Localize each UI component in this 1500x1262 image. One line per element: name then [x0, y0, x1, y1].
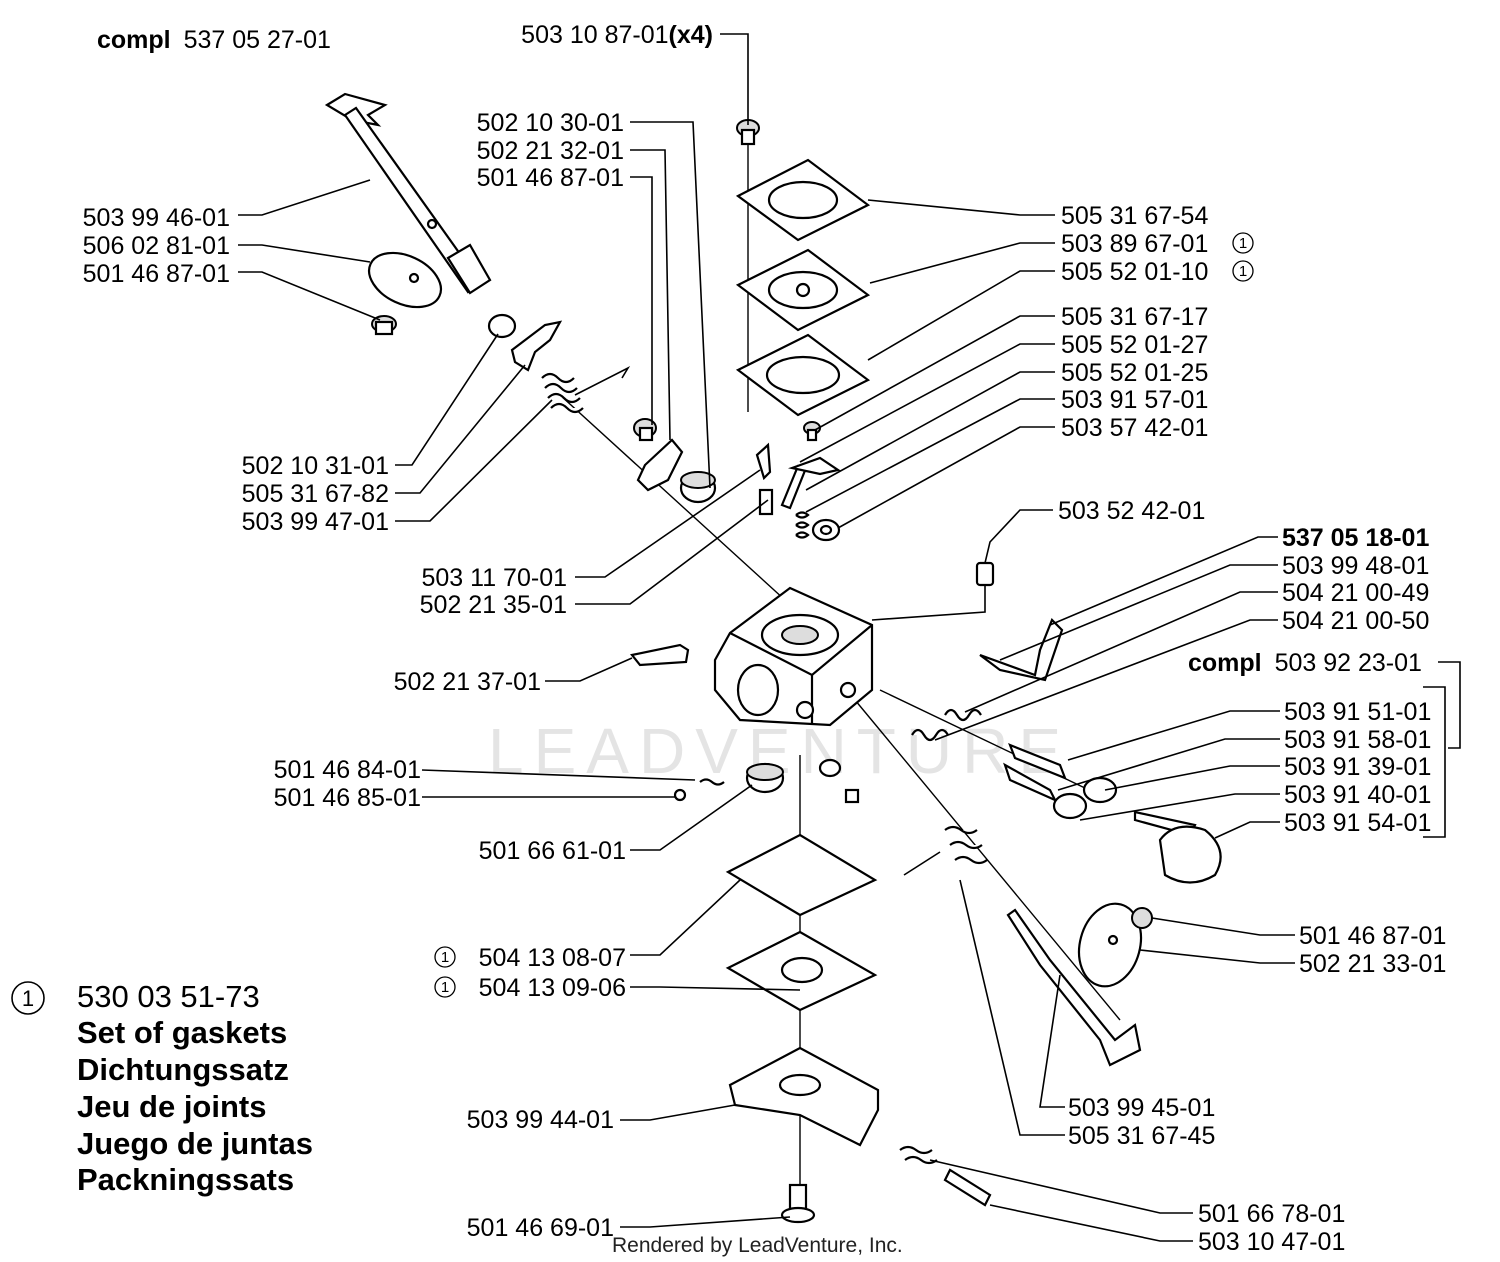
footer-credit: Rendered by LeadVenture, Inc.	[612, 1234, 903, 1257]
label-center-upper-1: 502 21 32-01	[477, 137, 624, 165]
gasket-marker-1: 1	[1232, 232, 1254, 254]
label-left-mid-2: 503 99 47-01	[242, 508, 389, 536]
label-right-adjust-4: 503 91 54-01	[1284, 809, 1431, 837]
label-shaft-lower-1: 505 31 67-45	[1068, 1122, 1215, 1150]
label-spring-ball-0: 501 46 84-01	[274, 756, 421, 784]
label-right-upper-4: 505 52 01-27	[1061, 331, 1208, 359]
label-compl-adjuster: compl 503 92 23-01	[1188, 649, 1422, 677]
svg-text:1: 1	[441, 979, 449, 996]
label-right-upper-2: 505 52 01-10	[1061, 258, 1208, 286]
label-screws-x4: 503 10 87-01(x4)	[521, 21, 713, 49]
label-throttle-lower-1: 502 21 33-01	[1299, 950, 1446, 978]
label-bottom-screw: 501 46 69-01	[467, 1214, 614, 1242]
needle-items	[755, 421, 841, 542]
label-right-adjust-1: 503 91 58-01	[1284, 726, 1431, 754]
throttle-shaft-upper	[324, 92, 492, 295]
svg-text:1: 1	[441, 949, 449, 966]
label-spring-ball-1: 501 46 85-01	[274, 784, 421, 812]
throttle-lower	[1006, 902, 1153, 1067]
legend-line-1: Dichtungssatz	[77, 1052, 289, 1087]
label-gasket-lower-0: 504 13 08-07	[479, 944, 626, 972]
label-right-adjust-0: 503 91 51-01	[1284, 698, 1431, 726]
label-center-upper-2: 501 46 87-01	[477, 164, 624, 192]
label-right-upper-0: 505 31 67-54	[1061, 202, 1208, 230]
label-right-adjust-2: 503 91 39-01	[1284, 753, 1431, 781]
carburetor-body	[713, 586, 874, 727]
legend-line-2: Jeu de joints	[77, 1089, 266, 1124]
label-carb-body: 537 05 18-01	[1282, 524, 1429, 552]
right-adjusters	[911, 618, 1222, 884]
label-right-adjust-3: 503 91 40-01	[1284, 781, 1431, 809]
label-needle-1: 502 21 35-01	[420, 591, 567, 619]
label-right-mid-0: 503 99 48-01	[1282, 552, 1429, 580]
label-left-upper-1: 506 02 81-01	[83, 232, 230, 260]
svg-text:1: 1	[1239, 263, 1247, 280]
bushing-lever	[487, 313, 563, 372]
washer-screw	[818, 758, 860, 804]
cover	[728, 1046, 880, 1147]
throttle-plate-upper	[367, 251, 443, 309]
label-cover: 503 99 44-01	[467, 1106, 614, 1134]
gasket-lower-2	[725, 930, 878, 1012]
label-left-upper-0: 503 99 46-01	[83, 204, 230, 232]
label-right-mid-1: 504 21 00-49	[1282, 579, 1429, 607]
label-left-mid-0: 502 10 31-01	[242, 452, 389, 480]
diaphragm-stack	[735, 158, 871, 417]
label-right-upper-6: 503 91 57-01	[1061, 386, 1208, 414]
label-throttle-lower-0: 501 46 87-01	[1299, 922, 1446, 950]
label-left-upper-2: 501 46 87-01	[83, 260, 230, 288]
plug	[975, 561, 995, 587]
gasket-lower-1	[725, 833, 878, 917]
label-left-mid-1: 505 31 67-82	[242, 480, 389, 508]
screen	[745, 762, 785, 794]
label-compl-top: compl 537 05 27-01	[97, 26, 331, 54]
label-right-mid-2: 504 21 00-50	[1282, 607, 1429, 635]
label-bottom-right-0: 501 66 78-01	[1198, 1200, 1345, 1228]
svg-text:1: 1	[1239, 235, 1247, 252]
label-right-upper-3: 505 31 67-17	[1061, 303, 1208, 331]
svg-text:1: 1	[22, 986, 34, 1011]
legend-line-0: Set of gaskets	[77, 1015, 287, 1050]
label-bottom-right-1: 503 10 47-01	[1198, 1228, 1345, 1256]
part-labels: compl 537 05 27-01 503 10 87-01(x4) 503 …	[83, 21, 1447, 1256]
spring-upper	[541, 372, 584, 414]
label-gasket-lower-1: 504 13 09-06	[479, 974, 626, 1002]
legend-line-3: Juego de juntas	[77, 1126, 313, 1161]
spring-ball	[673, 778, 725, 802]
spring-lower-right	[903, 825, 988, 876]
label-screen: 501 66 61-01	[479, 837, 626, 865]
label-needle-0: 503 11 70-01	[422, 564, 568, 592]
leader-lines	[238, 33, 1461, 1242]
bottom-screw	[780, 1183, 816, 1224]
gasket-set-legend: 1 530 03 51-73 Set of gaskets Dichtungss…	[11, 979, 313, 1197]
screw-bracket-center	[633, 418, 717, 504]
carburetor-parts	[324, 92, 1222, 1224]
pin-left	[630, 643, 690, 667]
bottom-adjust	[899, 1145, 992, 1207]
label-plug: 503 52 42-01	[1058, 497, 1205, 525]
label-shaft-lower-0: 503 99 45-01	[1068, 1094, 1215, 1122]
label-center-upper-0: 502 10 30-01	[477, 109, 624, 137]
gasket-marker-2: 1	[1232, 260, 1254, 282]
legend-line-4: Packningssats	[77, 1162, 294, 1197]
label-right-upper-1: 503 89 67-01	[1061, 230, 1208, 258]
label-right-upper-5: 505 52 01-25	[1061, 359, 1208, 387]
label-pin-left: 502 21 37-01	[394, 668, 541, 696]
label-right-upper-7: 503 57 42-01	[1061, 414, 1208, 442]
gasket-marker-4: 1	[434, 976, 456, 998]
gasket-marker-3: 1	[434, 946, 456, 968]
legend-number: 530 03 51-73	[77, 979, 260, 1014]
